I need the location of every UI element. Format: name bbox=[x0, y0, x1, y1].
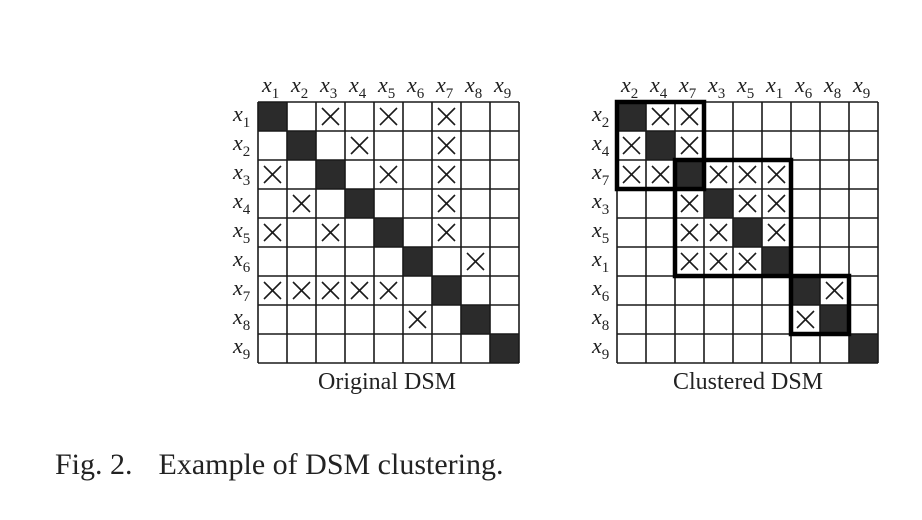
caption-label: Fig. 2. bbox=[55, 448, 133, 481]
clustered-row-label: x3 bbox=[591, 188, 609, 218]
original-dependency-mark bbox=[263, 281, 282, 300]
figure-caption: Fig. 2. Example of DSM clustering. bbox=[55, 448, 503, 482]
original-dependency-mark bbox=[292, 281, 311, 300]
original-diagonal-cell bbox=[287, 131, 316, 160]
clustered-col-label: x6 bbox=[794, 72, 813, 102]
original-dependency-mark bbox=[437, 107, 456, 126]
clustered-dependency-mark bbox=[767, 165, 786, 184]
clustered-row-label: x6 bbox=[591, 275, 610, 305]
original-dependency-mark bbox=[437, 165, 456, 184]
clustered-row-label: x8 bbox=[591, 304, 609, 334]
clustered-dependency-mark bbox=[622, 136, 641, 155]
clustered-row-label: x1 bbox=[591, 246, 609, 276]
original-dependency-mark bbox=[350, 281, 369, 300]
clustered-dependency-mark bbox=[680, 107, 699, 126]
clustered-row-label: x4 bbox=[591, 130, 610, 160]
clustered-row-label: x5 bbox=[591, 217, 609, 247]
clustered-dependency-mark bbox=[622, 165, 641, 184]
original-dependency-mark bbox=[408, 310, 427, 329]
original-dependency-mark bbox=[437, 223, 456, 242]
clustered-col-label: x4 bbox=[649, 72, 668, 102]
original-dependency-mark bbox=[379, 107, 398, 126]
clustered-dependency-mark bbox=[651, 165, 670, 184]
original-dependency-mark bbox=[437, 194, 456, 213]
clustered-dependency-mark bbox=[680, 223, 699, 242]
clustered-dsm-title: Clustered DSM bbox=[673, 369, 823, 395]
clustered-diagonal-cell bbox=[849, 334, 878, 363]
clustered-col-label: x8 bbox=[823, 72, 841, 102]
original-dependency-mark bbox=[263, 165, 282, 184]
clustered-diagonal-cell bbox=[646, 131, 675, 160]
clustered-col-label: x9 bbox=[852, 72, 870, 102]
clustered-diagonal-cell bbox=[617, 102, 646, 131]
original-diagonal-cell bbox=[432, 276, 461, 305]
clustered-dependency-mark bbox=[738, 165, 757, 184]
clustered-dependency-mark bbox=[651, 107, 670, 126]
original-diagonal-cell bbox=[258, 102, 287, 131]
clustered-diagonal-cell bbox=[733, 218, 762, 247]
original-dependency-mark bbox=[263, 223, 282, 242]
original-diagonal-cell bbox=[374, 218, 403, 247]
original-diagonal-cell bbox=[345, 189, 374, 218]
clustered-row-label: x7 bbox=[591, 159, 610, 189]
clustered-diagonal-cell bbox=[762, 247, 791, 276]
original-dependency-mark bbox=[379, 281, 398, 300]
clustered-dependency-mark bbox=[709, 223, 728, 242]
clustered-dependency-mark bbox=[825, 281, 844, 300]
clustered-dependency-mark bbox=[738, 194, 757, 213]
clustered-dependency-mark bbox=[680, 252, 699, 271]
clustered-diagonal-cell bbox=[704, 189, 733, 218]
clustered-dependency-mark bbox=[680, 194, 699, 213]
original-diagonal-cell bbox=[403, 247, 432, 276]
caption-text: Example of DSM clustering. bbox=[158, 448, 504, 481]
original-dependency-mark bbox=[292, 194, 311, 213]
clustered-cluster-box bbox=[672, 157, 794, 279]
clustered-col-label: x1 bbox=[765, 72, 783, 102]
clustered-diagonal-cell bbox=[791, 276, 820, 305]
clustered-col-label: x5 bbox=[736, 72, 754, 102]
original-dependency-mark bbox=[466, 252, 485, 271]
original-diagonal-cell bbox=[490, 334, 519, 363]
original-dependency-mark bbox=[350, 136, 369, 155]
clustered-cluster-box bbox=[614, 99, 707, 192]
clustered-cluster-box bbox=[788, 273, 852, 337]
original-diagonal-cell bbox=[316, 160, 345, 189]
original-dependency-mark bbox=[321, 281, 340, 300]
original-dependency-mark bbox=[437, 136, 456, 155]
clustered-dependency-mark bbox=[767, 194, 786, 213]
original-dependency-mark bbox=[379, 165, 398, 184]
original-dependency-mark bbox=[321, 107, 340, 126]
clustered-col-label: x3 bbox=[707, 72, 725, 102]
clustered-row-label: x2 bbox=[591, 101, 609, 131]
original-diagonal-cell bbox=[461, 305, 490, 334]
clustered-dependency-mark bbox=[680, 136, 699, 155]
original-dsm-title: Original DSM bbox=[318, 369, 456, 395]
clustered-row-label: x9 bbox=[591, 333, 609, 363]
clustered-dependency-mark bbox=[738, 252, 757, 271]
clustered-dependency-mark bbox=[709, 165, 728, 184]
original-dependency-mark bbox=[321, 223, 340, 242]
clustered-dependency-mark bbox=[767, 223, 786, 242]
clustered-col-label: x2 bbox=[620, 72, 638, 102]
clustered-dependency-mark bbox=[709, 252, 728, 271]
clustered-diagonal-cell bbox=[820, 305, 849, 334]
clustered-diagonal-cell bbox=[675, 160, 704, 189]
clustered-dependency-mark bbox=[796, 310, 815, 329]
clustered-col-label: x7 bbox=[678, 72, 697, 102]
